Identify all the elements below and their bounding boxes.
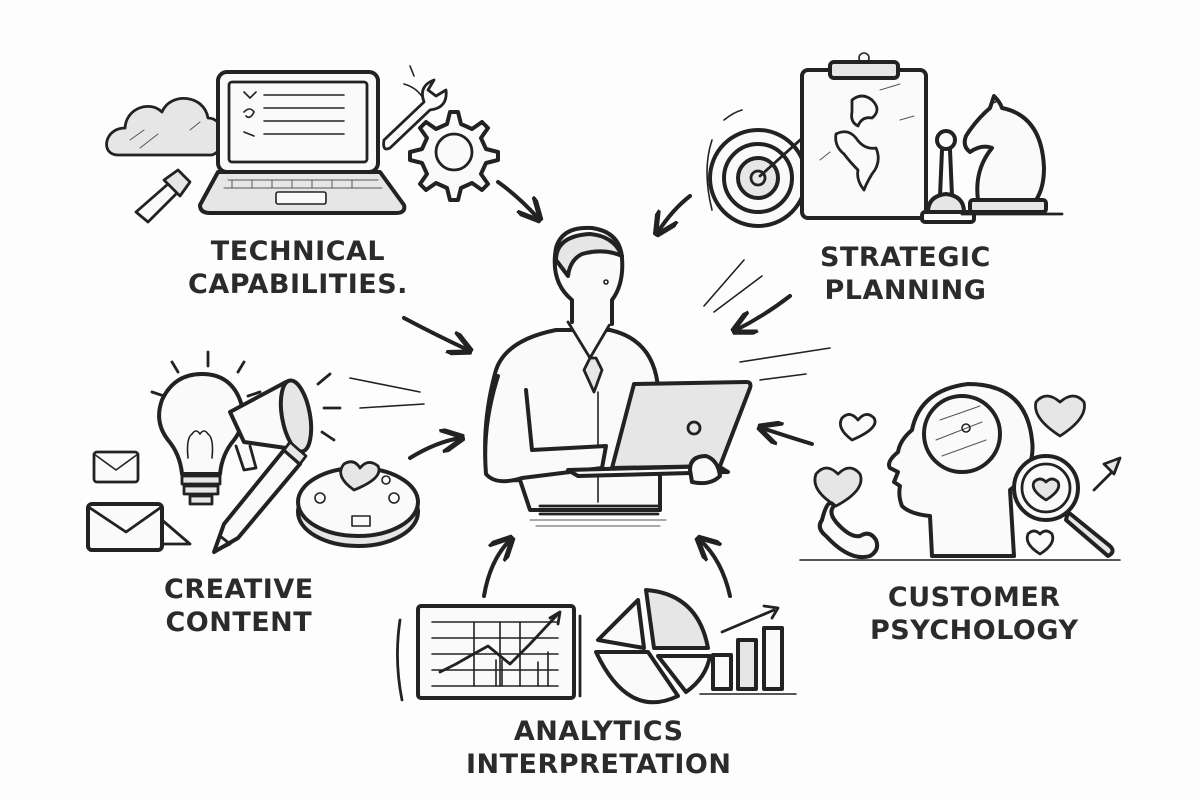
label-line: ANALYTICS	[513, 716, 684, 747]
gear-icon	[408, 110, 500, 202]
creative-cluster	[86, 350, 425, 554]
cloud-icon	[105, 96, 225, 157]
target-arrow-icon	[706, 94, 848, 228]
technical-cluster	[105, 65, 500, 224]
usb-plug-icon	[134, 168, 192, 224]
envelope-icon	[86, 450, 192, 552]
arrow-icon	[1092, 456, 1122, 492]
strategic-cluster	[706, 52, 1064, 228]
heart-icon	[813, 394, 1086, 556]
arrow-customer-to-center	[762, 428, 814, 446]
label-strategic-planning: STRATEGIC PLANNING	[820, 242, 991, 308]
arrow-strategic-to-center	[658, 194, 692, 232]
clipboard-map-icon	[800, 52, 928, 220]
label-line: CREATIVE	[164, 574, 314, 605]
megaphone-icon	[228, 372, 342, 472]
label-line: PSYCHOLOGY	[870, 614, 1079, 646]
label-creative-content: CREATIVE CONTENT	[164, 574, 314, 640]
laptop-icon	[198, 70, 407, 215]
label-analytics-interpretation: ANALYTICS INTERPRETATION	[466, 716, 731, 782]
bar-chart-icon	[699, 604, 797, 695]
label-line: CONTENT	[165, 606, 313, 638]
edges	[402, 180, 831, 598]
label-line: PLANNING	[824, 274, 987, 306]
chess-knight-icon	[960, 94, 1064, 216]
label-technical-capabilities: TECHNICAL CAPABILITIES.	[188, 236, 408, 302]
magnifier-heart-icon	[1012, 454, 1115, 558]
label-line: TECHNICAL	[210, 236, 386, 267]
head-profile-icon	[887, 382, 1035, 558]
arrow-strategic-to-center-2	[736, 294, 792, 330]
wrench-icon	[382, 78, 448, 151]
label-customer-psychology: CUSTOMER PSYCHOLOGY	[870, 582, 1079, 648]
palette-heart-icon	[296, 460, 420, 548]
arrow-analytics-to-center	[482, 540, 510, 598]
arrow-technical-to-center-2	[402, 316, 468, 350]
pie-chart-icon	[594, 588, 712, 705]
label-line: STRATEGIC	[820, 242, 991, 273]
analytics-cluster	[396, 588, 797, 705]
person-with-laptop-icon	[483, 225, 753, 527]
label-line: CAPABILITIES.	[188, 268, 408, 300]
arrow-technical-to-center	[496, 180, 538, 218]
lightbulb-icon	[150, 350, 262, 506]
phone-icon	[817, 501, 880, 559]
pencil-icon	[212, 440, 308, 554]
label-line: CUSTOMER	[887, 582, 1061, 613]
label-line: INTERPRETATION	[466, 748, 732, 780]
arrow-analytics-to-center-2	[700, 540, 732, 598]
customer-cluster	[799, 382, 1122, 561]
line-chart-icon	[396, 604, 582, 702]
arrow-creative-to-center	[408, 438, 460, 460]
